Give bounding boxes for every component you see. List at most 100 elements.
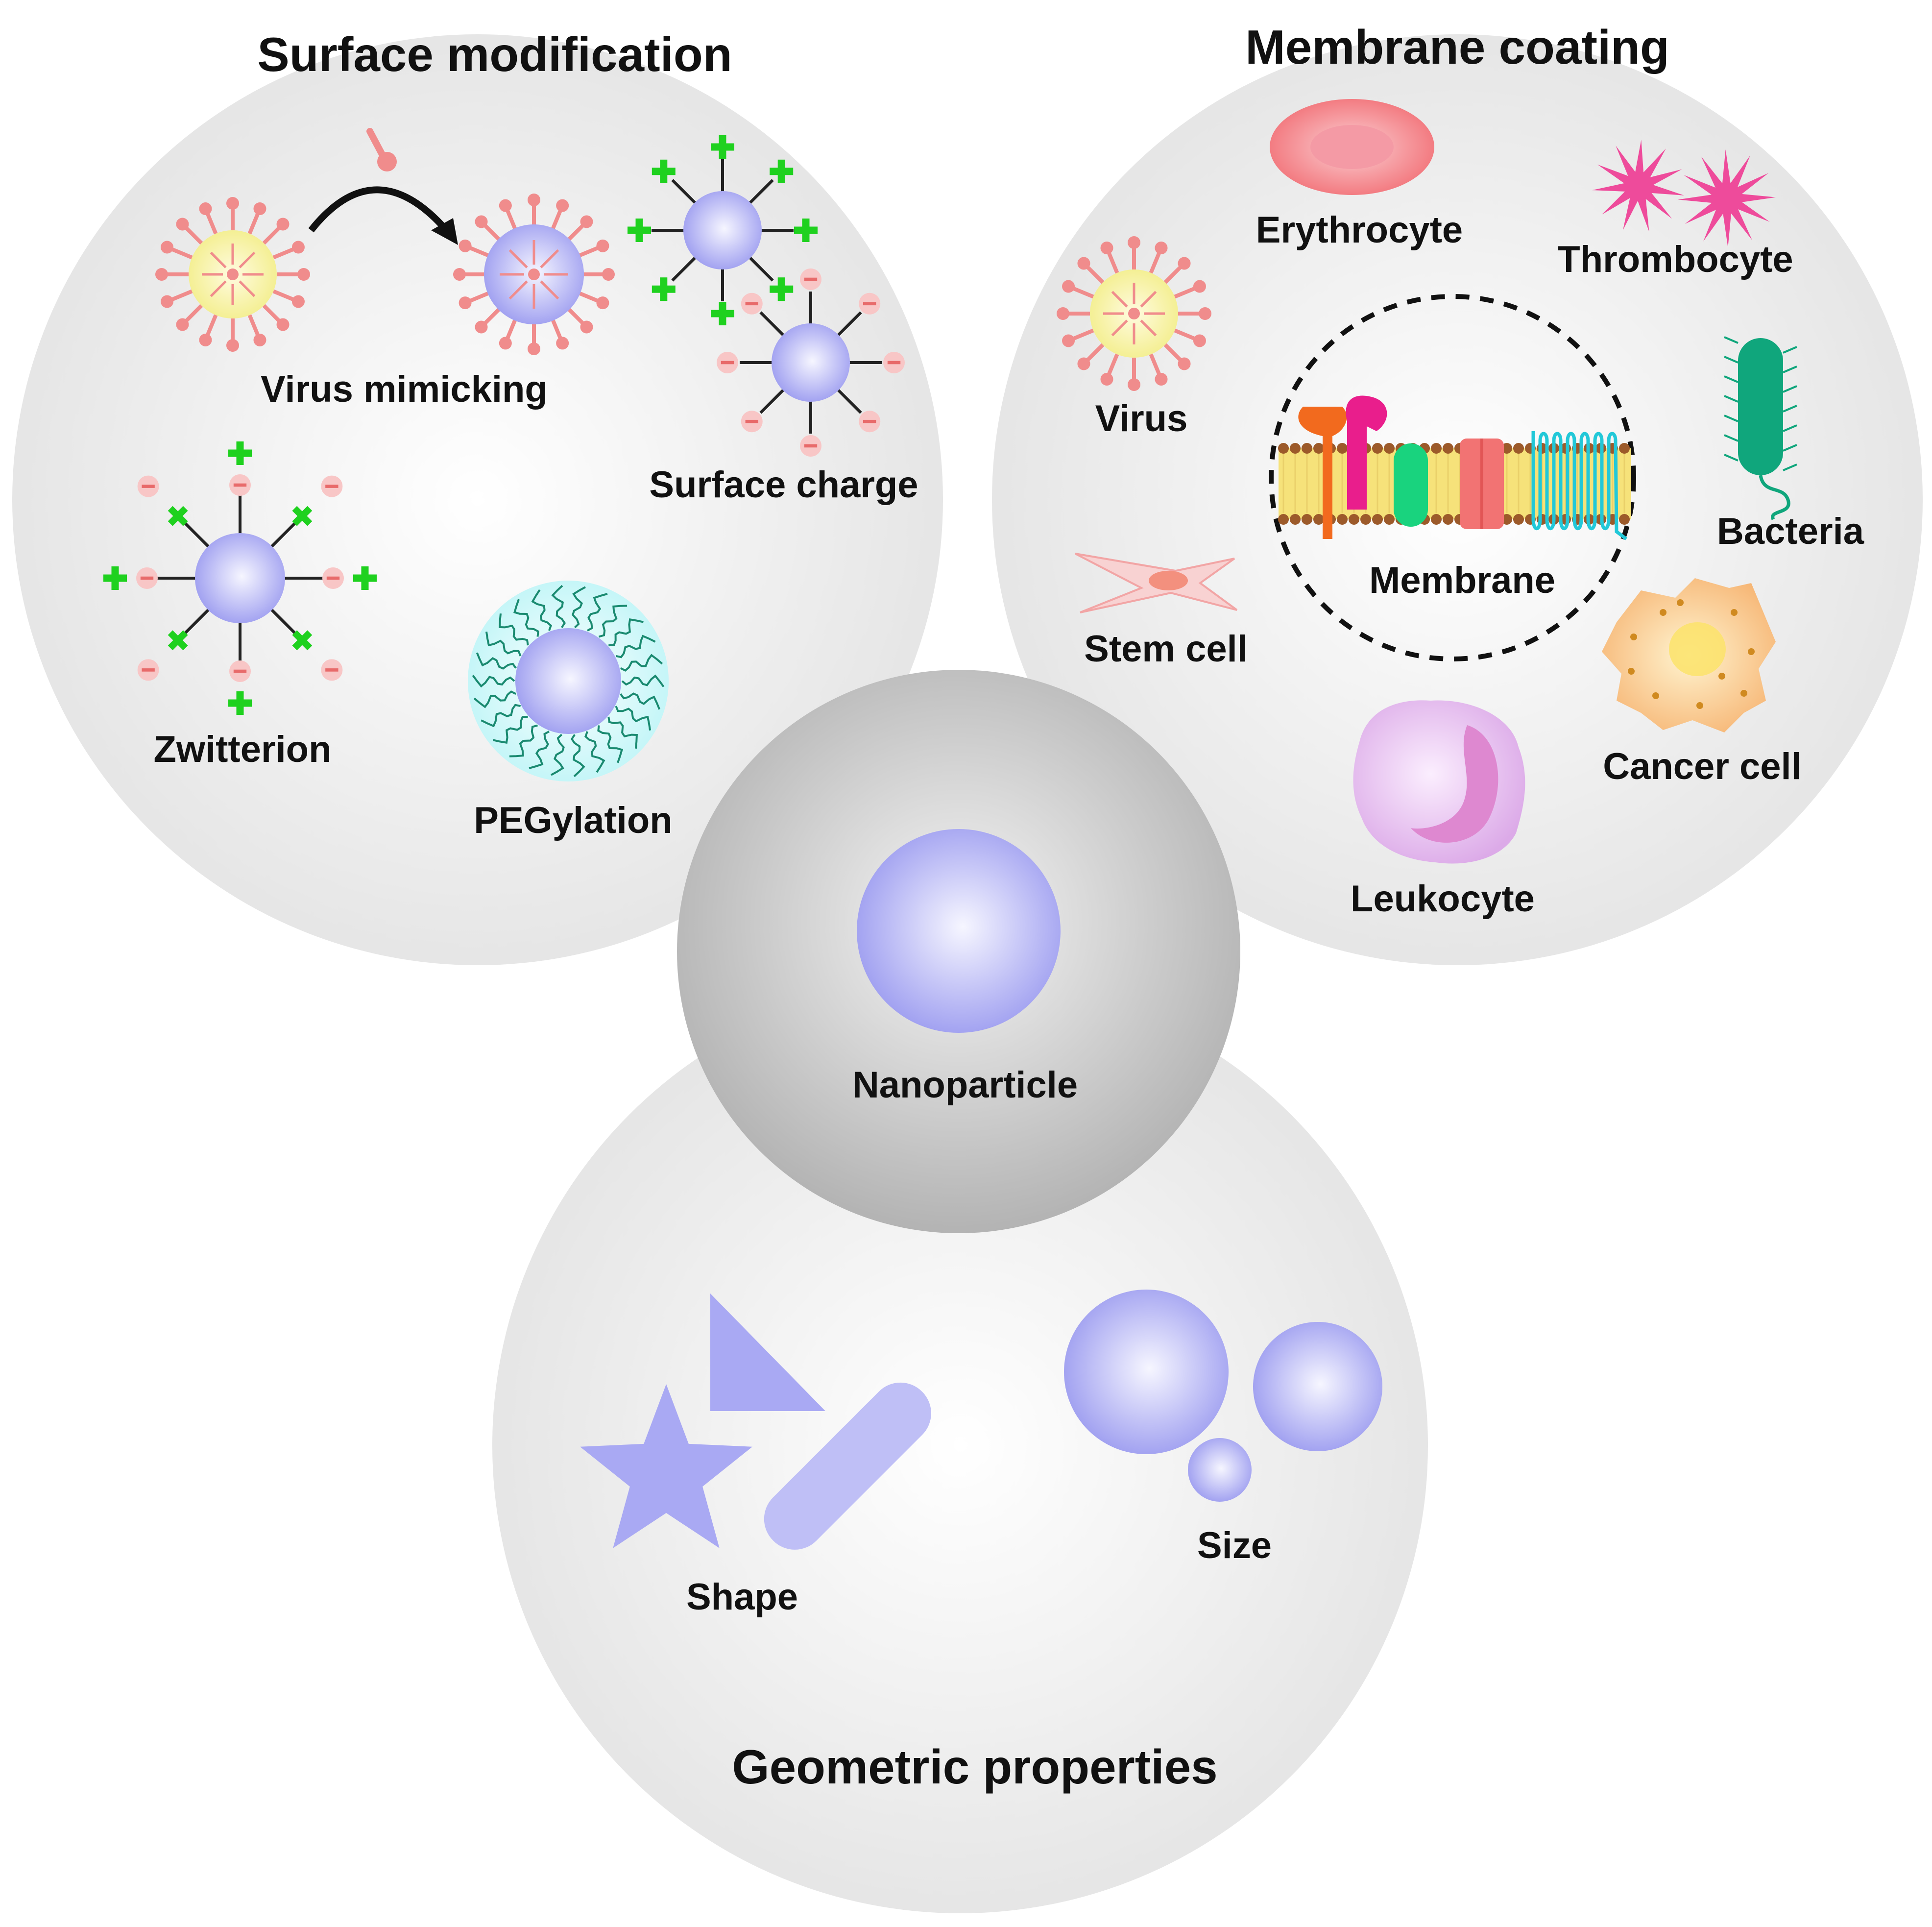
spike-tip bbox=[596, 296, 609, 310]
lipid-head bbox=[1372, 514, 1383, 525]
virus-icon bbox=[1057, 236, 1211, 391]
inner-spike bbox=[239, 280, 256, 297]
spike-tip bbox=[1100, 372, 1113, 386]
plus-sign bbox=[292, 630, 313, 651]
pilus bbox=[1783, 385, 1797, 393]
cancer-dot bbox=[1740, 690, 1747, 697]
peg-chain bbox=[570, 734, 585, 778]
surface-charge-label: Surface charge bbox=[649, 464, 918, 506]
virus-center bbox=[528, 268, 540, 280]
peg-chain bbox=[481, 704, 521, 728]
stem-cell-label: Stem cell bbox=[1084, 628, 1248, 670]
inner-spike bbox=[508, 249, 528, 268]
spike-tip bbox=[1057, 307, 1069, 320]
peg-chain bbox=[620, 692, 661, 710]
peg-chain bbox=[513, 599, 539, 637]
plus-sign bbox=[111, 566, 119, 590]
membrane-coating-title: Membrane coating bbox=[1245, 20, 1669, 74]
inner-spike bbox=[540, 249, 559, 268]
cancer-cell-icon bbox=[1602, 578, 1776, 732]
stem-cell-icon bbox=[1075, 553, 1238, 613]
inner-spike bbox=[210, 251, 227, 268]
minus-sign bbox=[745, 302, 758, 306]
lipid-head bbox=[1384, 443, 1395, 454]
minus-sign bbox=[325, 485, 338, 488]
inner-spike bbox=[540, 280, 559, 300]
spike-tip bbox=[291, 295, 305, 308]
nanoparticle-core bbox=[683, 191, 762, 269]
cancer-dot bbox=[1652, 692, 1659, 699]
peg-chain bbox=[572, 586, 586, 629]
peg-chain bbox=[608, 618, 644, 647]
spike-tip bbox=[556, 337, 569, 350]
plus-sign bbox=[802, 219, 810, 242]
minus-sign bbox=[233, 483, 247, 487]
lipid-head bbox=[1501, 514, 1512, 525]
plus-sign bbox=[168, 506, 188, 526]
pilus bbox=[1724, 356, 1739, 364]
inner-spike bbox=[1111, 319, 1128, 337]
spike-tip bbox=[1062, 334, 1075, 347]
peg-chain bbox=[620, 654, 663, 672]
inner-spike bbox=[1140, 291, 1157, 308]
triangle-icon bbox=[710, 1293, 825, 1411]
lipid-head bbox=[1513, 514, 1524, 525]
leukocyte-icon bbox=[1353, 700, 1525, 864]
lipid-head bbox=[1384, 514, 1395, 525]
bacteria-icon bbox=[1724, 336, 1797, 520]
peg-chain bbox=[615, 706, 651, 731]
membrane-label: Membrane bbox=[1369, 560, 1555, 601]
lipid-head bbox=[1337, 514, 1348, 525]
plus-sign bbox=[292, 506, 313, 526]
platelet bbox=[1678, 149, 1776, 247]
peg-chain bbox=[587, 593, 608, 632]
lipid-head bbox=[1337, 443, 1348, 454]
pegylation-label: PEGylation bbox=[474, 800, 672, 841]
peg-chain bbox=[584, 731, 605, 773]
spike-tip bbox=[1178, 257, 1191, 270]
small-sphere-icon bbox=[1188, 1438, 1252, 1502]
peg-chain bbox=[597, 725, 623, 763]
channel-protein bbox=[1394, 443, 1428, 527]
plus-sign bbox=[660, 159, 668, 183]
thrombocyte-icon bbox=[1592, 140, 1776, 247]
spike-tip bbox=[1128, 378, 1140, 391]
medium-sphere-icon bbox=[1253, 1322, 1382, 1451]
receptor-protein bbox=[1298, 407, 1347, 539]
lipid-bilayer-icon bbox=[1278, 395, 1631, 540]
minus-sign bbox=[142, 668, 155, 672]
surface-modification-title: Surface modification bbox=[257, 27, 732, 81]
spike-tip bbox=[297, 268, 310, 281]
curved-arrow-icon bbox=[308, 186, 458, 245]
lipid-head bbox=[1431, 514, 1442, 525]
geometric-properties-panel bbox=[492, 977, 1428, 1913]
spike-tip bbox=[1193, 334, 1206, 347]
spike-tip bbox=[253, 333, 266, 346]
spike-tip bbox=[453, 268, 466, 281]
spike-tip bbox=[1178, 357, 1191, 370]
spike-tip bbox=[459, 239, 472, 252]
spike-tip bbox=[1199, 307, 1211, 320]
spike-tip bbox=[528, 342, 540, 355]
pilus bbox=[1724, 434, 1739, 442]
spike-tip bbox=[276, 218, 290, 231]
peg-chain bbox=[615, 634, 656, 659]
lipid-head bbox=[1302, 514, 1312, 525]
minus-sign bbox=[863, 419, 876, 423]
flagellum bbox=[1759, 475, 1790, 520]
lipid-head bbox=[1278, 443, 1289, 454]
cross-sign bbox=[168, 630, 188, 651]
pilus bbox=[1724, 415, 1739, 422]
minus-sign bbox=[863, 302, 876, 306]
pegylated-nanoparticle-icon bbox=[468, 581, 669, 781]
plus-sign bbox=[777, 277, 785, 301]
lipid-head bbox=[1501, 443, 1512, 454]
cross-sign bbox=[292, 630, 313, 651]
spike-tip bbox=[199, 202, 212, 216]
ligand-pin-icon bbox=[366, 128, 397, 171]
minus-sign bbox=[325, 668, 338, 672]
cancer-dot bbox=[1677, 599, 1684, 606]
gpcr-protein bbox=[1531, 431, 1628, 540]
spike-tip bbox=[459, 296, 472, 310]
